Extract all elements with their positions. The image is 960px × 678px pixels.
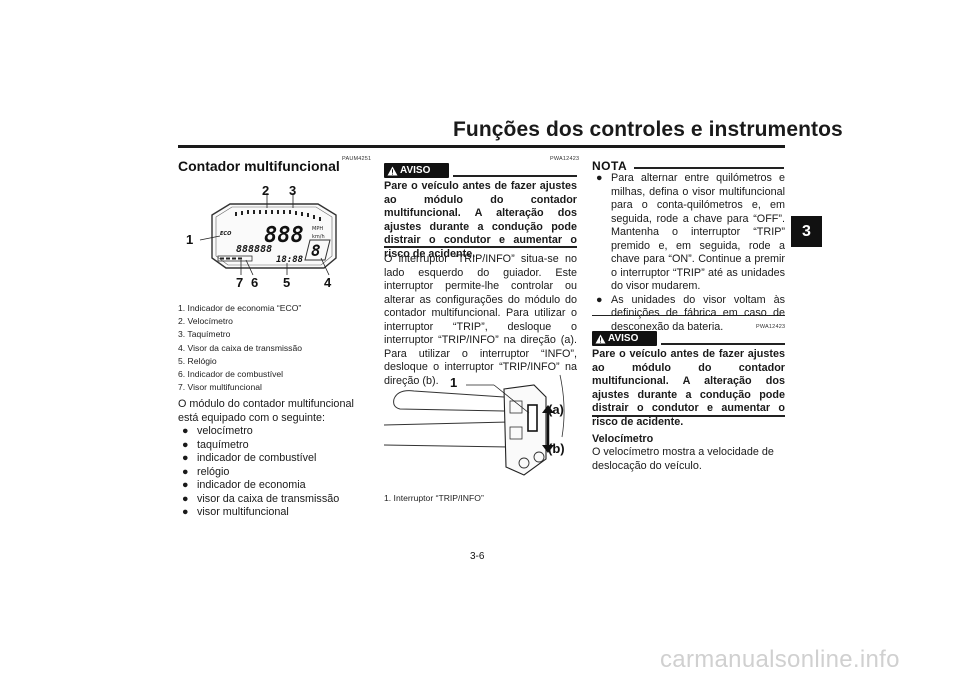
caption-item: 3. Taquímetro (178, 329, 231, 340)
nota-bottom-rule (592, 315, 785, 316)
warning-code: PWA12423 (756, 324, 786, 330)
subsection-title: Velocímetro (592, 433, 654, 445)
meter-figure: 888 MPH km/h 8 ECO 888888 18:88 2 3 1 7 … (178, 180, 350, 295)
warning-text: Pare o veículo antes de fazer ajustes ao… (384, 180, 577, 260)
caption-item: 6. Indicador de combustível (178, 369, 284, 380)
list-item: ●taquímetro (178, 439, 364, 453)
caption-item: 4. Visor da caixa de transmissão (178, 342, 303, 353)
figure-label-2: 2 (262, 183, 270, 198)
page-header-title: Funções dos controles e instrumentos (453, 118, 843, 141)
bullet-icon: ● (182, 506, 189, 518)
switch-caption: 1. Interruptor “TRIP/INFO” (384, 493, 484, 503)
bullet-icon: ● (182, 438, 189, 451)
figure-label-4: 4 (324, 275, 332, 290)
header-rule (178, 145, 785, 148)
figure-label-1: 1 (186, 232, 194, 247)
nota-list: ●Para alternar entre quilómetros e milha… (592, 172, 785, 334)
list-item: ●velocímetro (178, 425, 364, 439)
svg-text:km/h: km/h (312, 234, 325, 240)
bullet-icon: ● (182, 425, 189, 437)
warning-code: PWA12423 (550, 156, 580, 162)
warning-bottom-rule (384, 246, 577, 248)
switch-label-1: 1 (450, 375, 458, 390)
caption-item: 5. Relógio (178, 355, 217, 366)
bullet-icon: ● (596, 293, 603, 306)
caption-item: 7. Visor multifuncional (178, 382, 262, 393)
list-item: ●As unidades do visor voltam às definiçõ… (592, 294, 785, 335)
aviso-badge: AVISO (384, 163, 449, 178)
warning-top-rule (661, 343, 785, 345)
svg-text:888888: 888888 (236, 244, 272, 255)
intro-text: O módulo do contador multifuncional está… (178, 398, 354, 424)
figure-label-5: 5 (283, 275, 291, 290)
chapter-tab: 3 (791, 216, 822, 247)
nota-label: NOTA (592, 159, 628, 173)
direction-a-label: (a) (548, 402, 564, 417)
body-text: O interruptor “TRIP/INFO” situa-se no la… (384, 253, 577, 387)
page-number: 3-6 (470, 551, 485, 562)
figure-captions: 1. Indicador de economia “ECO” 2. Velocí… (178, 302, 358, 394)
bullet-icon: ● (182, 492, 189, 505)
svg-text:MPH: MPH (312, 226, 323, 232)
list-item: ●Para alternar entre quilómetros e milha… (592, 172, 785, 294)
svg-text:888: 888 (264, 223, 304, 248)
svg-text:8: 8 (311, 241, 321, 260)
svg-text:ECO: ECO (220, 231, 232, 237)
warning-triangle-icon (592, 331, 608, 346)
bullet-icon: ● (182, 479, 189, 491)
aviso-badge: AVISO (592, 331, 657, 346)
list-item: ●visor multifuncional (178, 506, 364, 520)
warning-top-rule (453, 175, 577, 177)
warning-triangle-icon (384, 163, 400, 178)
caption-item: 1. Indicador de economia “ECO” (178, 303, 302, 313)
figure-label-6: 6 (251, 275, 259, 290)
switch-illustration (383, 374, 565, 476)
switch-figure: 1 (a) (b) (383, 367, 577, 479)
feature-list: ●velocímetro ●taquímetro ●indicador de c… (178, 425, 364, 520)
list-item: ●relógio (178, 466, 364, 480)
svg-text:18:88: 18:88 (276, 255, 303, 265)
nota-top-rule (634, 167, 784, 169)
figure-label-3: 3 (289, 183, 297, 198)
direction-b-label: (b) (548, 441, 565, 456)
list-item: ●indicador de combustível (178, 452, 364, 466)
list-item: ●visor da caixa de transmissão (178, 493, 364, 507)
meter-illustration: 888 MPH km/h 8 ECO 888888 18:88 (199, 193, 337, 276)
warning-bottom-rule (592, 415, 785, 417)
figure-label-7: 7 (236, 275, 244, 290)
list-item: ●indicador de economia (178, 479, 364, 493)
subsection-body: O velocímetro mostra a velocidade de des… (592, 446, 774, 472)
watermark-text: carmanualsonline.info (660, 646, 900, 673)
warning-text: Pare o veículo antes de fazer ajustes ao… (592, 348, 785, 428)
bullet-icon: ● (182, 465, 189, 478)
section-code: PAUM4251 (342, 156, 372, 162)
section-title: Contador multifuncional (178, 158, 340, 174)
bullet-icon: ● (596, 172, 603, 184)
bullet-icon: ● (182, 452, 189, 464)
caption-item: 2. Velocímetro (178, 316, 233, 327)
